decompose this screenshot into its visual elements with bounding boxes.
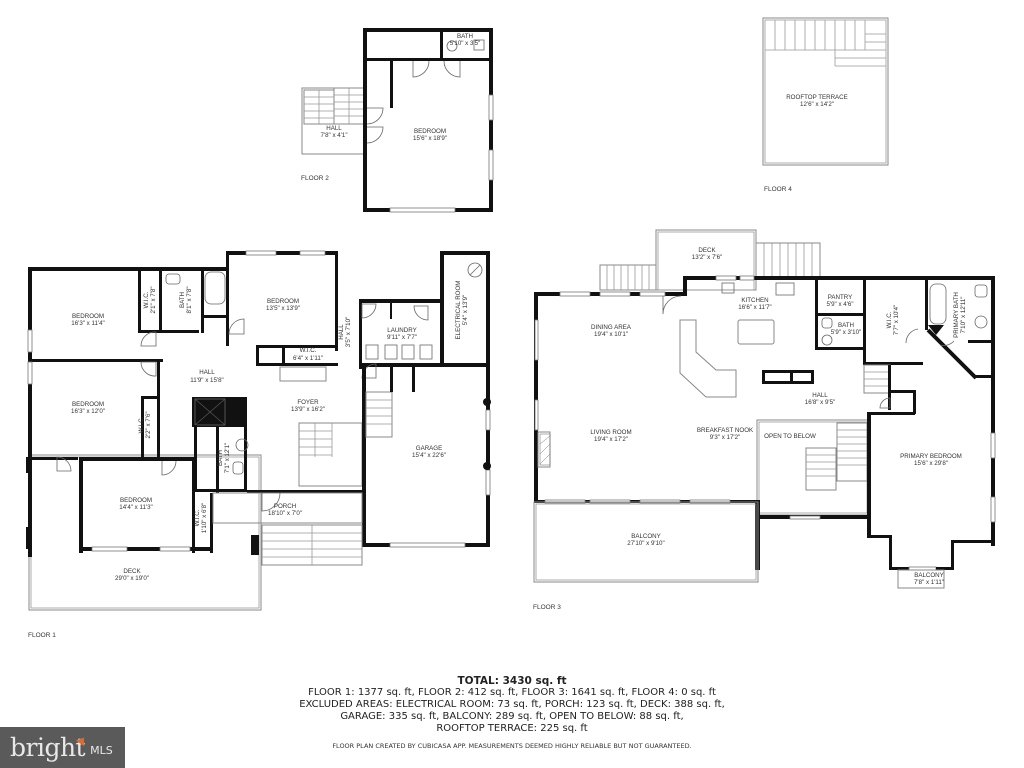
floor-label: FLOOR 1 [28,632,56,639]
room-label: W.I.C. [300,347,317,354]
room-label: DECK [123,568,141,575]
room-dims: 12'6" x 14'2" [800,101,834,108]
excluded-areas-line-2: GARAGE: 335 sq. ft, BALCONY: 289 sq. ft,… [340,711,684,722]
room-label: LAUNDRY [387,327,416,334]
room-dims: 2'2" x 7'6" [145,411,152,438]
room-dims: 8'1" x 7'8" [186,286,193,313]
room-label: DECK [698,247,716,254]
room-label: BALCONY [631,533,661,540]
room-label: PRIMARY BEDROOM [900,453,962,460]
area-summary: TOTAL: 3430 sq. ft FLOOR 1: 1377 sq. ft,… [200,675,824,735]
room-dims: 5'9" x 3'10" [831,329,862,336]
room-dims: 7'7" x 10'4" [893,305,900,336]
room-dims: 19'4" x 10'1" [594,331,628,338]
disclaimer: FLOOR PLAN CREATED BY CUBICASA APP. MEAS… [332,742,692,750]
room-dims: 5'10" x 3'5" [450,40,481,47]
room-dims: 7'8" x 4'1" [320,132,347,139]
room-label: LIVING ROOM [590,429,631,436]
room-dims: 7'1" x 12'1" [224,443,231,474]
room-label: HALL [812,392,828,399]
room-label: ELECTRICAL ROOM [455,281,462,340]
floor-1-plan: BEDROOM 16'3" x 11'4" W.I.C. 2'1" x 7'8"… [26,250,491,639]
total-area: TOTAL: 3430 sq. ft [457,675,567,687]
room-label: HALL [338,324,345,340]
logo-word: bright [10,733,86,762]
room-dims: 2'1" x 7'8" [150,286,157,313]
floor-label: FLOOR 2 [301,175,329,182]
room-label: FOYER [297,399,319,406]
room-label: W.I.C. [143,291,150,308]
floor-label: FLOOR 3 [533,604,561,611]
room-dims: 9'11" x 7'7" [387,334,417,341]
room-label: PANTRY [828,294,853,301]
room-dims: 5'9" x 4'6" [826,301,853,308]
room-label: W.I.C. [194,509,201,526]
room-label: BATH [838,322,854,329]
room-dims: 5'4" x 13'9" [462,295,469,326]
room-label: W.I.C. [886,311,893,328]
room-dims: 1'10" x 6'8" [201,503,208,534]
room-label: BEDROOM [267,298,299,305]
room-dims: 7'10" x 12'11" [960,297,967,334]
room-label: BATH [217,450,224,466]
excluded-areas-line-3: ROOFTOP TERRACE: 225 sq. ft [436,723,588,734]
room-dims: 14'4" x 11'3" [119,504,152,511]
room-label: BEDROOM [72,313,104,320]
room-dims: 7'8" x 1'11" [914,579,944,586]
bright-mls-logo: bright MLS [0,727,125,768]
floor-3-plan: DECK 13'2" x 7'6" KITCHEN 16'6" x 11'7" … [533,229,996,611]
room-dims: 29'0" x 19'0" [115,575,149,582]
room-label: BEDROOM [414,128,446,135]
logo-suffix: MLS [90,744,113,757]
room-label: BATH [179,292,186,308]
room-dims: 9'3" x 17'2" [710,434,741,441]
room-dims: 15'6" x 29'8" [914,460,948,467]
room-dims: 27'10" x 9'10" [627,540,664,547]
room-label: BEDROOM [120,497,152,504]
room-dims: 15'4" x 22'6" [412,452,446,459]
room-label: OPEN TO BELOW [764,433,816,440]
room-dims: 16'3" x 11'4" [71,320,104,327]
room-dims: 13'5" x 13'9" [266,305,300,312]
room-dims: 16'6" x 11'7" [738,304,771,311]
room-label: HALL [199,369,215,376]
excluded-areas-line-1: EXCLUDED AREAS: ELECTRICAL ROOM: 73 sq. … [299,699,725,710]
room-dims: 13'2" x 7'6" [692,254,723,261]
room-label: BREAKFAST NOOK [697,427,754,434]
room-label: BEDROOM [72,401,104,408]
room-label: W.I.C. [138,416,145,433]
room-dims: 16'8" x 9'5" [805,399,836,406]
room-label: DINING AREA [591,324,632,331]
room-label: HALL [326,125,342,132]
room-label: GARAGE [416,445,442,452]
floor-areas: FLOOR 1: 1377 sq. ft, FLOOR 2: 412 sq. f… [308,687,716,698]
room-dims: 3'5" x 7'10" [345,317,352,348]
room-dims: 19'4" x 17'2" [594,436,628,443]
room-dims: 16'3" x 12'0" [71,408,105,415]
room-label: BALCONY [914,572,944,579]
room-dims: 18'10" x 7'0" [268,510,302,517]
room-label: BATH [457,33,473,40]
room-dims: 13'9" x 16'2" [291,406,325,413]
room-dims: 15'6" x 18'9" [413,135,447,142]
room-label: ROOFTOP TERRACE [786,94,848,101]
room-label: PORCH [274,503,296,510]
room-dims: 6'4" x 1'11" [293,355,323,362]
floor-2-plan: BATH 5'10" x 3'5" HALL 7'8" x 4'1" BEDRO… [301,28,494,213]
room-label: PRIMARY BATH [953,292,960,338]
floor-label: FLOOR 4 [764,186,792,193]
room-dims: 11'9" x 15'8" [190,377,223,384]
room-label: KITCHEN [741,297,768,304]
floor-4-plan: ROOFTOP TERRACE 12'6" x 14'2" FLOOR 4 [762,17,889,193]
